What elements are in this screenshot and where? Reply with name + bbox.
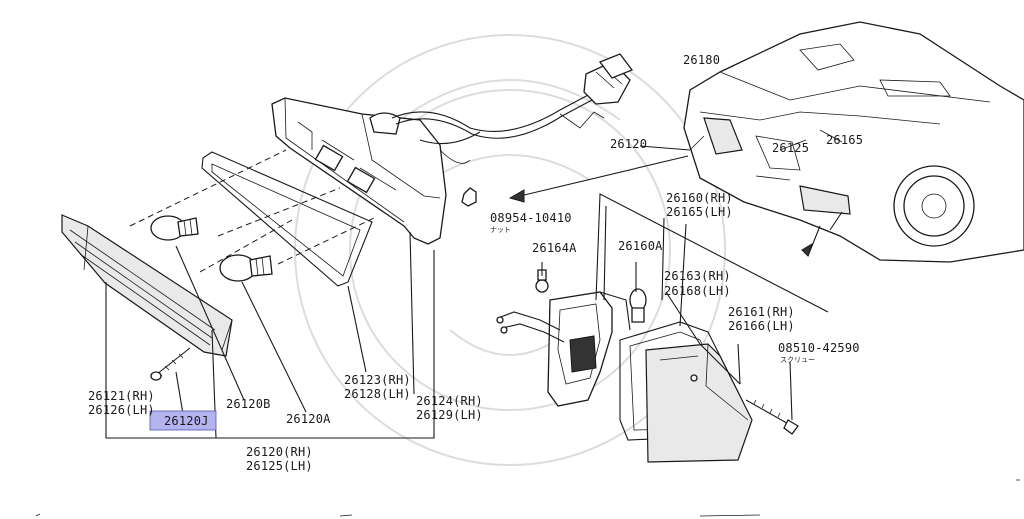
nut-08954[interactable] bbox=[461, 187, 477, 207]
label-26165[interactable]: 26165 bbox=[826, 133, 863, 147]
label-08954-jp: ナット bbox=[490, 226, 511, 234]
bulb-26160a[interactable] bbox=[629, 288, 647, 323]
connector-plug[interactable] bbox=[583, 53, 634, 105]
label-26120a[interactable]: 26120A bbox=[286, 412, 331, 426]
label-26123-rh[interactable]: 26123(RH) bbox=[344, 373, 411, 387]
label-08954[interactable]: 08954-10410 bbox=[490, 211, 572, 225]
car-body bbox=[683, 21, 1024, 263]
label-26164a[interactable]: 26164A bbox=[532, 241, 577, 255]
label-26120b[interactable]: 26120B bbox=[226, 397, 271, 411]
label-26125-lh[interactable]: 26125(LH) bbox=[246, 459, 313, 473]
scan-marks bbox=[35, 479, 1020, 517]
bulb-26120a[interactable] bbox=[219, 254, 273, 282]
label-26168-lh[interactable]: 26168(LH) bbox=[664, 284, 731, 298]
base-26160[interactable] bbox=[547, 291, 631, 407]
wires-right bbox=[496, 311, 565, 343]
label-26124-rh[interactable]: 26124(RH) bbox=[416, 394, 483, 408]
label-26126-lh[interactable]: 26126(LH) bbox=[88, 403, 155, 417]
left-leaders bbox=[105, 231, 435, 439]
callout-arrow bbox=[508, 145, 691, 203]
label-26163-rh[interactable]: 26163(RH) bbox=[664, 269, 731, 283]
label-26121-rh[interactable]: 26121(RH) bbox=[88, 389, 155, 403]
screw-08510[interactable] bbox=[745, 399, 799, 435]
housing-26124[interactable] bbox=[271, 97, 447, 245]
label-26180[interactable]: 26180 bbox=[683, 53, 720, 67]
label-26166-lh[interactable]: 26166(LH) bbox=[728, 319, 795, 333]
label-26125[interactable]: 26125 bbox=[772, 141, 809, 155]
label-26120-rh[interactable]: 26120(RH) bbox=[246, 445, 313, 459]
bulb-26120b[interactable] bbox=[150, 215, 199, 241]
label-26120j[interactable]: 26120J bbox=[164, 414, 209, 428]
label-26120-top[interactable]: 26120 bbox=[610, 137, 647, 151]
label-26128-lh[interactable]: 26128(LH) bbox=[344, 387, 411, 401]
right-leaders bbox=[541, 193, 829, 421]
label-08510[interactable]: 08510-42590 bbox=[778, 341, 860, 355]
gasket-26123[interactable] bbox=[201, 151, 373, 287]
label-26160-rh[interactable]: 26160(RH) bbox=[666, 191, 733, 205]
label-26161-rh[interactable]: 26161(RH) bbox=[728, 305, 795, 319]
socket-26164a[interactable] bbox=[535, 269, 549, 293]
highlight-box bbox=[149, 410, 217, 431]
lens-26121[interactable] bbox=[61, 214, 233, 357]
wire-harness bbox=[391, 93, 605, 164]
exploded-dashes bbox=[129, 149, 375, 273]
label-26160a[interactable]: 26160A bbox=[618, 239, 663, 253]
label-26129-lh[interactable]: 26129(LH) bbox=[416, 408, 483, 422]
screw-26120j[interactable] bbox=[150, 347, 191, 381]
label-26165-lh[interactable]: 26165(LH) bbox=[666, 205, 733, 219]
lens-26161[interactable] bbox=[645, 343, 753, 463]
label-08510-jp: スクリュー bbox=[780, 356, 815, 364]
